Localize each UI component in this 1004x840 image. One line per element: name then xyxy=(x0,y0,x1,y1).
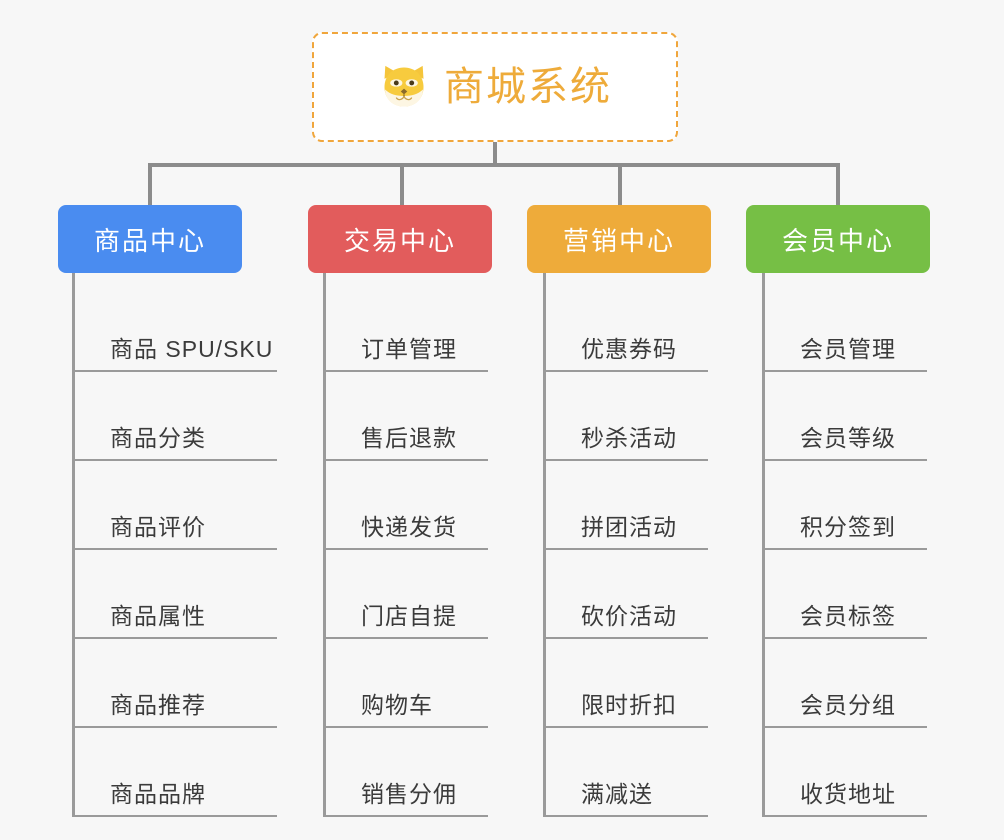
leaf-label: 购物车 xyxy=(361,692,433,718)
leaf-label: 砍价活动 xyxy=(581,603,677,629)
leaf-item[interactable]: 拼团活动 xyxy=(543,461,708,550)
leaf-item[interactable]: 收货地址 xyxy=(762,728,927,817)
leaf-item[interactable]: 满减送 xyxy=(543,728,708,817)
category-label: 商品中心 xyxy=(93,225,206,256)
leaf-label: 积分签到 xyxy=(800,514,896,540)
branch-column-2: 订单管理售后退款快递发货门店自提购物车销售分佣 xyxy=(323,283,488,817)
leaf-item[interactable]: 购物车 xyxy=(323,639,488,728)
leaf-item[interactable]: 商品品牌 xyxy=(72,728,277,817)
connector-drop-4 xyxy=(836,163,840,207)
category-box-1[interactable]: 商品中心 xyxy=(58,205,242,273)
leaf-item[interactable]: 快递发货 xyxy=(323,461,488,550)
leaf-label: 商品属性 xyxy=(110,603,206,629)
connector-bus-bar xyxy=(150,163,838,167)
leaf-label: 售后退款 xyxy=(361,425,457,451)
leaf-item[interactable]: 限时折扣 xyxy=(543,639,708,728)
leaf-label: 会员标签 xyxy=(800,603,896,629)
category-label: 营销中心 xyxy=(562,225,675,256)
leaf-label: 会员等级 xyxy=(800,425,896,451)
category-label: 会员中心 xyxy=(781,225,894,256)
leaf-label: 限时折扣 xyxy=(581,692,677,718)
category-label: 交易中心 xyxy=(343,225,456,256)
leaf-label: 优惠券码 xyxy=(581,336,677,362)
leaf-item[interactable]: 积分签到 xyxy=(762,461,927,550)
category-box-4[interactable]: 会员中心 xyxy=(746,205,930,273)
connector-drop-2 xyxy=(400,163,404,207)
leaf-label: 会员分组 xyxy=(800,692,896,718)
connector-drop-1 xyxy=(148,163,152,207)
leaf-item[interactable]: 商品评价 xyxy=(72,461,277,550)
leaf-item[interactable]: 会员标签 xyxy=(762,550,927,639)
leaf-item[interactable]: 订单管理 xyxy=(323,283,488,372)
leaf-label: 订单管理 xyxy=(361,336,457,362)
leaf-label: 商品分类 xyxy=(110,425,206,451)
leaf-label: 拼团活动 xyxy=(581,514,677,540)
leaf-item[interactable]: 商品分类 xyxy=(72,372,277,461)
connector-branch-stub-2 xyxy=(323,273,326,283)
leaf-item[interactable]: 门店自提 xyxy=(323,550,488,639)
leaf-label: 商品 SPU/SKU xyxy=(110,336,274,362)
leaf-item[interactable]: 砍价活动 xyxy=(543,550,708,639)
branch-spine xyxy=(762,283,765,817)
leaf-label: 会员管理 xyxy=(800,336,896,362)
shiba-dog-face-icon xyxy=(384,65,424,107)
connector-root-stem xyxy=(493,142,497,166)
connector-branch-stub-4 xyxy=(762,273,765,283)
branch-spine xyxy=(543,283,546,817)
category-box-2[interactable]: 交易中心 xyxy=(308,205,492,273)
leaf-item[interactable]: 会员等级 xyxy=(762,372,927,461)
leaf-label: 满减送 xyxy=(581,781,653,807)
branch-spine xyxy=(72,283,75,817)
leaf-label: 商品评价 xyxy=(110,514,206,540)
leaf-label: 秒杀活动 xyxy=(581,425,677,451)
leaf-item[interactable]: 秒杀活动 xyxy=(543,372,708,461)
category-box-3[interactable]: 营销中心 xyxy=(527,205,711,273)
branch-column-3: 优惠券码秒杀活动拼团活动砍价活动限时折扣满减送 xyxy=(543,283,708,817)
leaf-label: 商品推荐 xyxy=(110,692,206,718)
leaf-label: 快递发货 xyxy=(361,514,457,540)
connector-branch-stub-3 xyxy=(543,273,546,283)
branch-spine xyxy=(323,283,326,817)
leaf-item[interactable]: 销售分佣 xyxy=(323,728,488,817)
root-title: 商城系统 xyxy=(444,65,612,109)
branch-column-1: 商品 SPU/SKU 商品分类商品评价商品属性商品推荐商品品牌 xyxy=(72,283,277,817)
root-node[interactable]: 商城系统 xyxy=(312,32,678,142)
leaf-item[interactable]: 商品推荐 xyxy=(72,639,277,728)
leaf-item[interactable]: 会员管理 xyxy=(762,283,927,372)
leaf-label: 门店自提 xyxy=(361,603,457,629)
connector-drop-3 xyxy=(618,163,622,207)
leaf-item[interactable]: 会员分组 xyxy=(762,639,927,728)
leaf-label: 销售分佣 xyxy=(361,781,457,807)
leaf-item[interactable]: 售后退款 xyxy=(323,372,488,461)
leaf-item[interactable]: 商品 SPU/SKU xyxy=(72,283,277,372)
branch-column-4: 会员管理会员等级积分签到会员标签会员分组收货地址 xyxy=(762,283,927,817)
leaf-label: 收货地址 xyxy=(800,781,896,807)
leaf-item[interactable]: 商品属性 xyxy=(72,550,277,639)
leaf-label: 商品品牌 xyxy=(110,781,206,807)
leaf-item[interactable]: 优惠券码 xyxy=(543,283,708,372)
connector-branch-stub-1 xyxy=(72,273,75,283)
